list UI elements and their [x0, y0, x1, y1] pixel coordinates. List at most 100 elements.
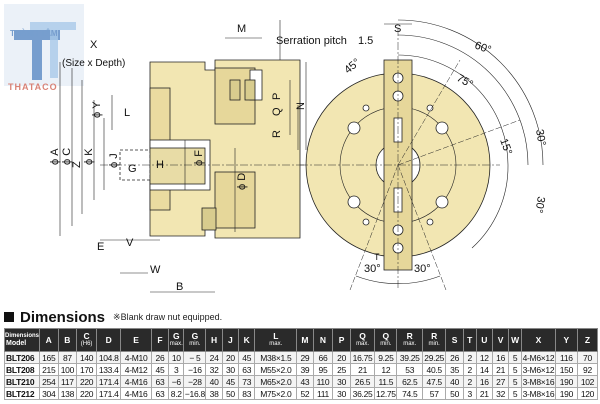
column-label: G — [172, 331, 180, 341]
label-size-depth: (Size x Depth) — [62, 58, 125, 69]
column-label: L — [273, 331, 279, 341]
column-header: P — [332, 328, 351, 352]
label-a30b: 30° — [532, 195, 547, 213]
column-label: R — [406, 331, 413, 341]
column-header: H — [205, 328, 223, 352]
value-cell: 3-M8×16 — [521, 375, 556, 388]
column-header: C(H6) — [76, 328, 97, 352]
column-header: A — [38, 328, 59, 352]
label-G: G — [128, 163, 137, 175]
label-V: V — [126, 237, 134, 249]
value-cell: 70 — [576, 351, 599, 364]
column-header: W — [508, 328, 523, 352]
value-cell: 62.5 — [396, 375, 424, 388]
value-cell: 3-M8×16 — [521, 387, 556, 400]
model-cell: BLT212 — [4, 387, 40, 400]
corner-top: Dimensions — [5, 333, 40, 339]
value-cell: 30 — [332, 387, 351, 400]
label-serration-value: 1.5 — [358, 35, 373, 47]
column-sublabel: min. — [380, 341, 392, 347]
value-cell: −16.8 — [183, 387, 207, 400]
label-T: T — [374, 252, 380, 262]
value-cell: 10 — [168, 351, 185, 364]
value-cell: 5 — [508, 363, 523, 376]
value-cell: 16 — [491, 351, 510, 364]
value-cell: 73 — [238, 375, 256, 388]
value-cell: 57 — [422, 387, 447, 400]
value-cell: 5 — [508, 375, 523, 388]
value-cell: 2 — [462, 351, 477, 364]
value-cell: 35 — [445, 363, 464, 376]
value-cell: 16 — [475, 375, 493, 388]
angle-arcs — [355, 19, 544, 285]
value-cell: 21 — [475, 387, 493, 400]
value-cell: 92 — [576, 363, 599, 376]
value-cell: 140 — [76, 351, 97, 364]
value-cell: 150 — [554, 363, 578, 376]
label-a75: 75° — [455, 72, 475, 91]
chuck-drawing: THÀNH TÂM THATACO — [4, 4, 548, 293]
value-cell: 102 — [576, 375, 599, 388]
corner-header: Dimensions Model — [4, 328, 40, 352]
value-cell: 83 — [238, 387, 256, 400]
label-phiF: ϕ F — [193, 150, 205, 166]
column-label: A — [45, 335, 52, 345]
value-cell: 171.4 — [95, 387, 122, 400]
label-S: S — [394, 23, 401, 35]
column-label: X — [535, 335, 542, 345]
value-cell: 4-M10 — [120, 351, 152, 364]
column-label: U — [481, 335, 488, 345]
column-header: F — [150, 328, 170, 352]
corner-bottom: Model — [6, 340, 27, 347]
label-Z: Z — [71, 161, 83, 168]
column-label: V — [497, 335, 504, 345]
value-cell: 4-M12 — [120, 363, 152, 376]
value-cell: 45 — [238, 351, 256, 364]
value-cell: 24 — [205, 351, 223, 364]
value-cell: 2 — [462, 375, 477, 388]
value-cell: 4-M16 — [120, 387, 152, 400]
column-label: S — [451, 335, 458, 345]
value-cell: 12 — [374, 363, 398, 376]
value-cell: 4-M6×12 — [521, 351, 556, 364]
value-cell: 304 — [38, 387, 59, 400]
label-a45: 45° — [342, 56, 362, 76]
column-header: E — [120, 328, 152, 352]
model-cell: BLT206 — [4, 351, 40, 364]
value-cell: 39 — [296, 363, 314, 376]
value-cell: 11.5 — [374, 375, 398, 388]
logo-name: THÀNH TÂM — [10, 29, 58, 38]
value-cell: 47.5 — [422, 375, 447, 388]
value-cell: 21 — [491, 363, 510, 376]
label-a30c: 30° — [364, 263, 381, 275]
value-cell: 170 — [76, 363, 97, 376]
value-cell: 3-M6×12 — [521, 363, 556, 376]
value-cell: 32 — [491, 387, 510, 400]
value-cell: 38 — [205, 387, 223, 400]
thataco-logo: THÀNH TÂM THATACO — [4, 4, 84, 92]
value-cell: 254 — [38, 375, 59, 388]
value-cell: 220 — [76, 387, 97, 400]
value-cell: −16 — [183, 363, 207, 376]
label-R: R — [271, 130, 283, 138]
label-phiY: ϕ Y — [91, 101, 103, 118]
value-cell: 100 — [57, 363, 78, 376]
value-cell: 20 — [221, 351, 240, 364]
value-cell: 26 — [445, 351, 464, 364]
column-header: D — [95, 328, 122, 352]
dimensions-note: ※Blank draw nut equipped. — [113, 311, 223, 322]
label-x: X — [90, 39, 98, 51]
value-cell: 21 — [349, 363, 376, 376]
value-cell: 190 — [554, 387, 578, 400]
value-cell: 27 — [491, 375, 510, 388]
column-label: J — [228, 335, 233, 345]
label-N: N — [295, 102, 307, 110]
label-phiA: ϕ A — [49, 148, 61, 165]
column-sublabel: (H6) — [80, 341, 93, 347]
